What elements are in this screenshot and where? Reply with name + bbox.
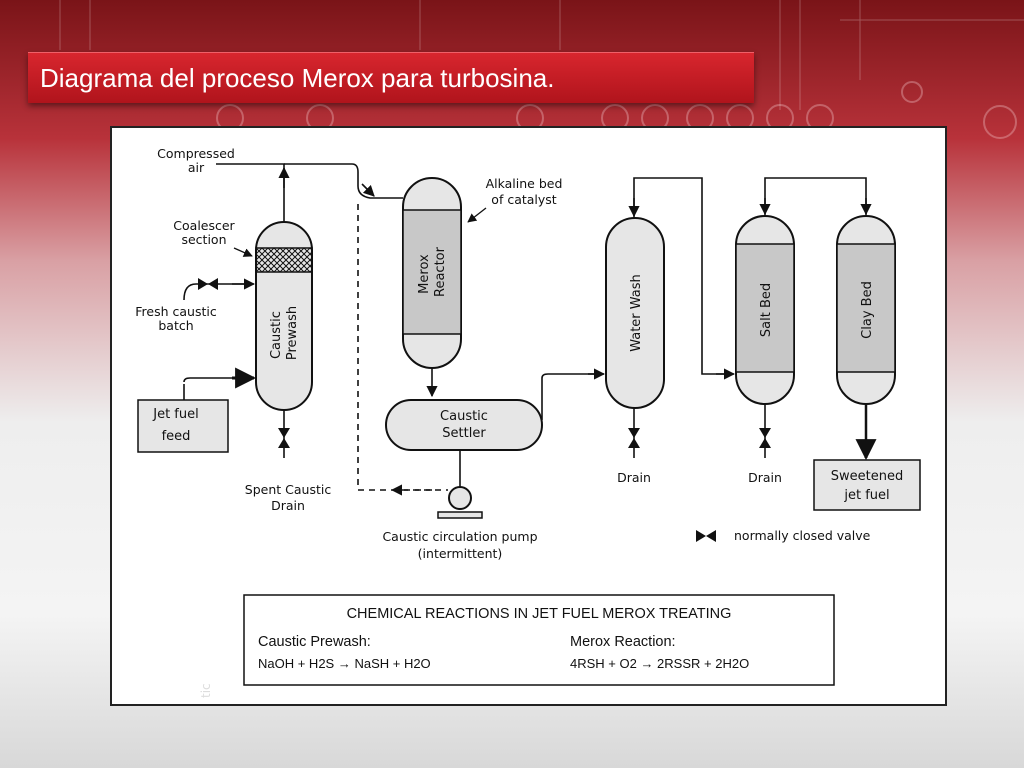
chemical-reactions-box: CHEMICAL REACTIONS IN JET FUEL MEROX TRE… [243,594,835,686]
prewash-reaction-title: Caustic Prewash: [258,634,371,650]
coalescer-label-1: Coalescer [173,218,235,233]
svg-text:Merox Reactor: Merox Reactor [417,246,448,297]
caustic-prewash-vessel: Caustic Prewash [255,221,313,411]
jet-fuel-feed-box: Jet fuel feed [137,399,229,453]
svg-text:Caustic Prewash: Caustic Prewash [269,306,300,360]
sweetened-jet-fuel-box: Sweetened jet fuel [813,459,921,511]
legend-valve-icon [696,530,716,542]
caustic-settler-vessel: Caustic Settler [385,399,543,451]
slide-title: Diagrama del proceso Merox para turbosin… [40,63,555,93]
spent-caustic-label-2: Drain [271,498,305,513]
coalescer-mesh [255,247,313,273]
reactor-label-2: Reactor [433,246,448,297]
process-diagram: Caustic Prewash Merox Reactor Caustic Se… [135,146,921,698]
spent-caustic-label-1: Spent Caustic [245,482,332,497]
catalyst-bed [402,209,462,335]
fresh-caustic-label-2: batch [158,318,193,333]
process-piping [183,163,877,496]
prewash-label-1: Caustic [269,311,284,359]
watermark-text: tic [199,683,213,698]
reactions-header: CHEMICAL REACTIONS IN JET FUEL MEROX TRE… [347,606,732,622]
settler-label-1: Caustic [440,409,488,424]
merox-reaction-equation: 4RSH + O2 → 2RSSR + 2H2O [570,656,749,671]
pump-label-1: Caustic circulation pump [382,529,537,544]
feed-label-1: Jet fuel [152,407,199,422]
settler-label-2: Settler [442,426,486,441]
compressed-air-label-1: Compressed [157,146,235,161]
alkaline-bed-label-2: of catalyst [491,192,556,207]
pump-label-2: (intermittent) [418,546,503,561]
drain-label-1: Drain [617,470,651,485]
merox-reaction-title: Merox Reaction: [570,634,676,650]
merox-reactor-vessel: Merox Reactor [402,177,462,369]
prewash-reaction-equation: NaOH + H2S → NaSH + H2O [258,656,431,671]
fresh-caustic-label-1: Fresh caustic [135,304,217,319]
sweetened-label-1: Sweetened [831,469,903,484]
drain-label-2: Drain [748,470,782,485]
slide-title-bar: Diagrama del proceso Merox para turbosin… [28,52,754,103]
compressed-air-label-2: air [188,160,205,175]
water-wash-label: Water Wash [629,274,644,352]
prewash-label-2: Prewash [285,306,300,360]
valve-legend-label: normally closed valve [734,528,871,543]
salt-bed-label: Salt Bed [759,283,774,337]
merox-process-figure: Caustic Prewash Merox Reactor Caustic Se… [110,126,947,706]
caustic-circulation-pump [437,486,483,519]
clay-bed-vessel: Clay Bed [836,215,896,405]
reactor-label-1: Merox [417,254,432,294]
sweetened-label-2: jet fuel [843,488,889,503]
feed-label-2: feed [162,429,191,444]
clay-bed-label: Clay Bed [860,281,875,339]
water-wash-vessel: Water Wash [605,217,665,409]
valves [198,278,771,542]
salt-bed-vessel: Salt Bed [735,215,795,405]
alkaline-bed-label-1: Alkaline bed [486,176,563,191]
coalescer-label-2: section [181,232,226,247]
